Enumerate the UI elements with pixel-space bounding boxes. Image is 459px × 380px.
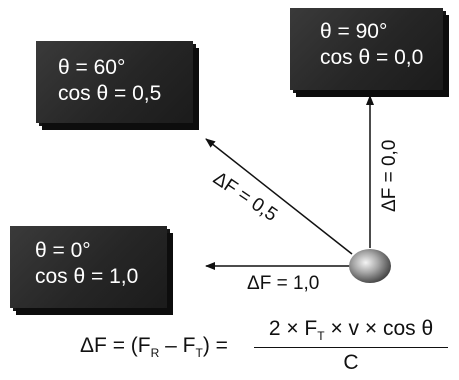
angle-60-cos: cos θ = 0,5 (58, 82, 162, 105)
force-formula: ΔF = (FR – FT) = 2 × FT × v × cos θ C (80, 317, 452, 377)
angle-60-label: θ = 60° (58, 56, 126, 79)
formula-denominator: C (343, 351, 359, 374)
delta-f-00-label: ΔF = 0,0 (379, 139, 400, 212)
formula-sub-r: R (150, 346, 160, 360)
angle-0-label: θ = 0° (35, 239, 91, 262)
formula-lhs: ΔF = (FR – FT) = (80, 334, 228, 360)
formula-num-sub: T (317, 329, 325, 343)
formula-sub-t: T (195, 346, 203, 360)
angle-60-box: θ = 60° cos θ = 0,5 (36, 41, 193, 123)
formula-num-suffix: × v × cos θ (324, 317, 434, 340)
formula-numerator: 2 × FT × v × cos θ (254, 317, 448, 343)
formula-lhs-prefix: ΔF = (F (80, 334, 151, 357)
angle-0-cos: cos θ = 1,0 (35, 265, 139, 288)
angle-90-cos: cos θ = 0,0 (320, 46, 424, 69)
angle-90-label: θ = 90° (320, 20, 388, 43)
delta-f-10-label: ΔF = 1,0 (247, 273, 320, 294)
fraction-bar (254, 347, 448, 348)
formula-num-prefix: 2 × F (268, 317, 318, 340)
angle-90-box: θ = 90° cos θ = 0,0 (290, 8, 443, 90)
angle-0-box: θ = 0° cos θ = 1,0 (10, 226, 167, 308)
arrow-60deg (205, 138, 353, 255)
formula-close-eq: ) = (202, 334, 228, 357)
charge-ball (349, 249, 391, 283)
formula-minus: – F (159, 334, 196, 357)
